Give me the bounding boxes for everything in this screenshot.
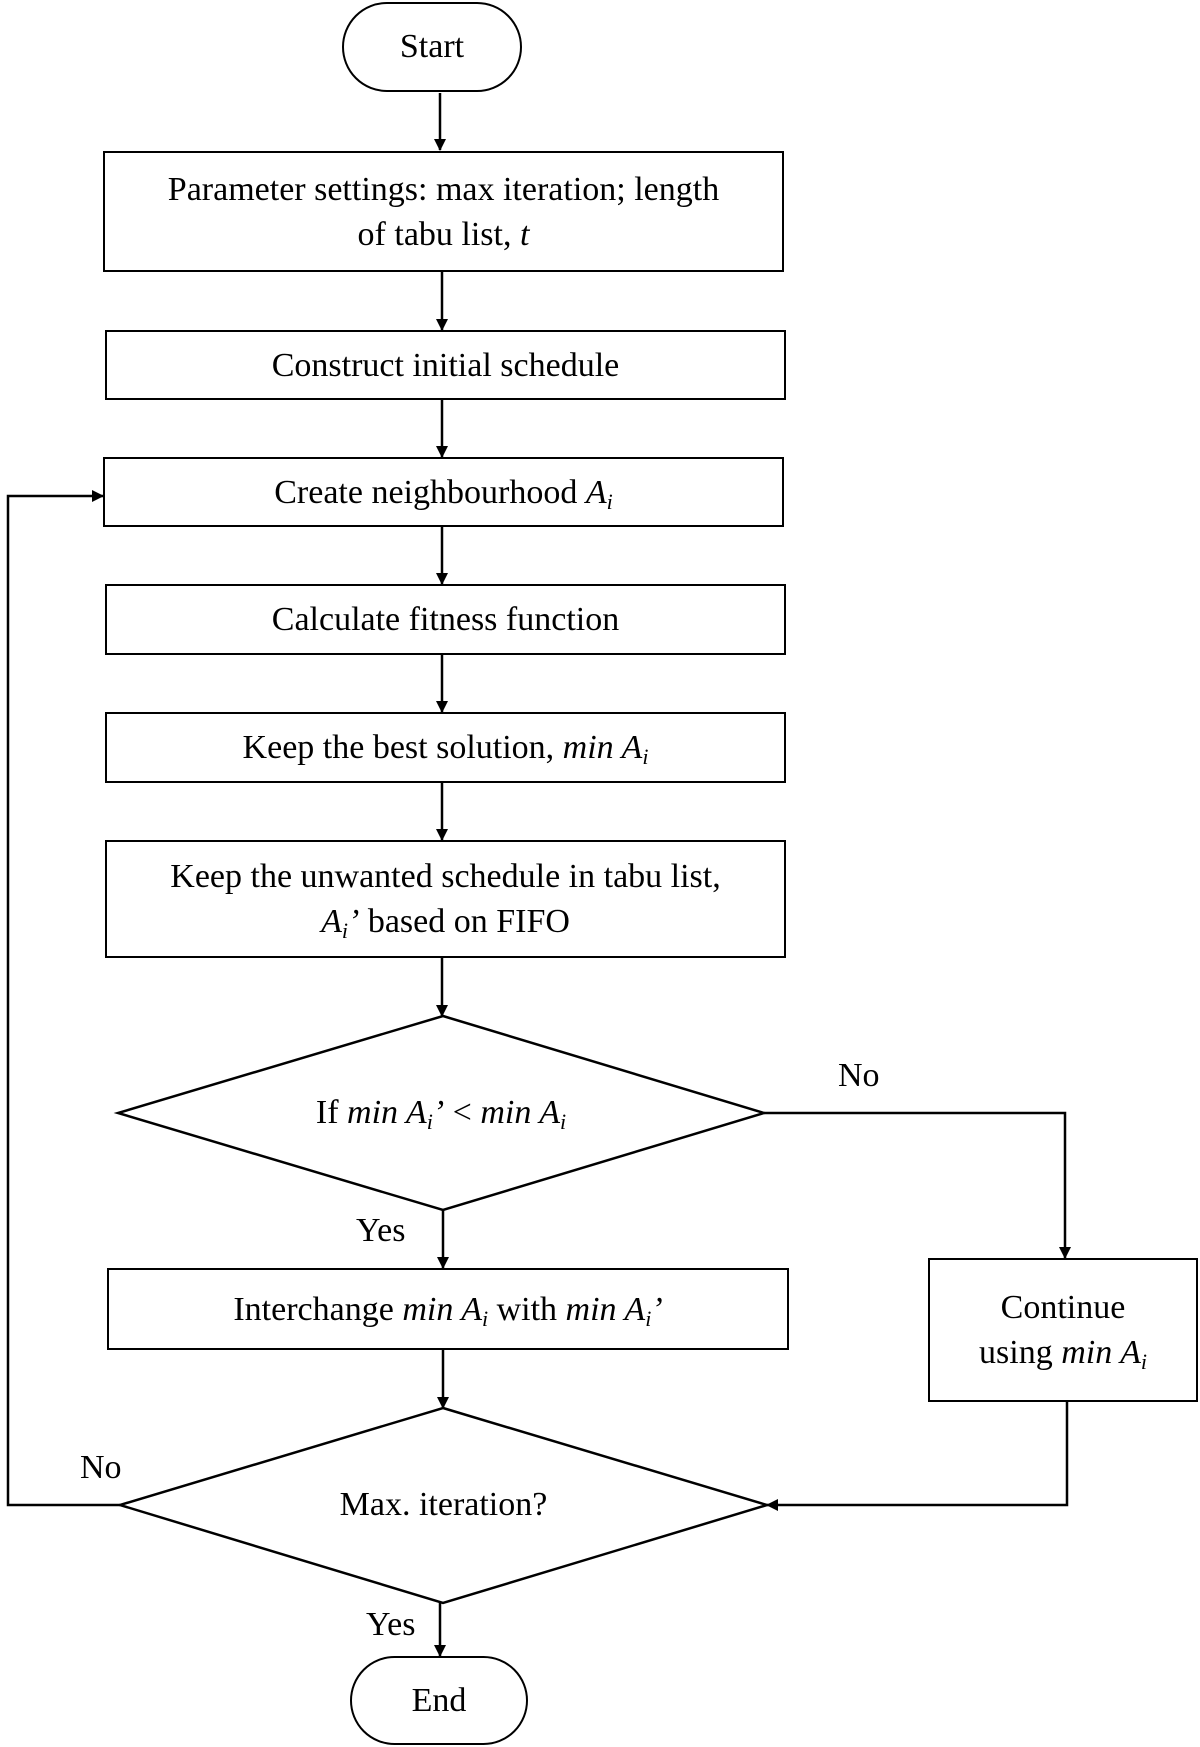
calculate-fitness-label: Calculate fitness function [271, 601, 620, 638]
interchange-label: Interchange min Ai with min Ai’ [233, 1290, 663, 1331]
decision1-label: If min Ai’ < min Ai [315, 1094, 567, 1134]
decision2-no-label: No [80, 1449, 122, 1486]
edge-decision2-no-loop [6, 490, 120, 1507]
calculate-fitness-box: Calculate fitness function [105, 584, 786, 655]
decision1-no-label: No [838, 1057, 880, 1094]
start-terminal: Start [342, 2, 522, 92]
parameter-settings-line2: of tabu list, t [357, 215, 530, 253]
parameter-settings-box: Parameter settings: max iteration; lengt… [103, 151, 784, 272]
create-neighbourhood-box: Create neighbourhood Ai [103, 457, 784, 527]
tabu-list-line1: Keep the unwanted schedule in tabu list, [170, 858, 721, 895]
parameter-settings-line1: Parameter settings: max iteration; lengt… [167, 170, 720, 208]
end-label: End [411, 1681, 467, 1719]
construct-schedule-label: Construct initial schedule [271, 346, 620, 384]
decision2-label: Max. iteration? [339, 1486, 548, 1523]
interchange-box: Interchange min Ai with min Ai’ [107, 1268, 789, 1350]
start-label: Start [399, 28, 465, 65]
decision1-yes-label: Yes [356, 1212, 406, 1249]
construct-schedule-box: Construct initial schedule [105, 330, 786, 400]
end-terminal: End [350, 1656, 528, 1745]
decision2-yes-label: Yes [366, 1606, 416, 1643]
continue-line1: Continue [1000, 1289, 1126, 1326]
create-neighbourhood-label: Create neighbourhood Ai [274, 473, 613, 514]
continue-line2: using min Ai [979, 1334, 1147, 1374]
edge-continue-to-decision2 [766, 1402, 1069, 1511]
decision1-diamond [113, 1014, 769, 1212]
edge-decision1-no-to-continue [764, 1111, 1071, 1259]
decision2-diamond [115, 1406, 772, 1605]
keep-best-solution-label: Keep the best solution, min Ai [242, 729, 649, 769]
tabu-list-line2: Ai’ based on FIFO [321, 903, 570, 943]
tabu-list-box: Keep the unwanted schedule in tabu list,… [105, 840, 786, 958]
continue-box: Continue using min Ai [928, 1258, 1198, 1402]
keep-best-solution-box: Keep the best solution, min Ai [105, 712, 786, 783]
